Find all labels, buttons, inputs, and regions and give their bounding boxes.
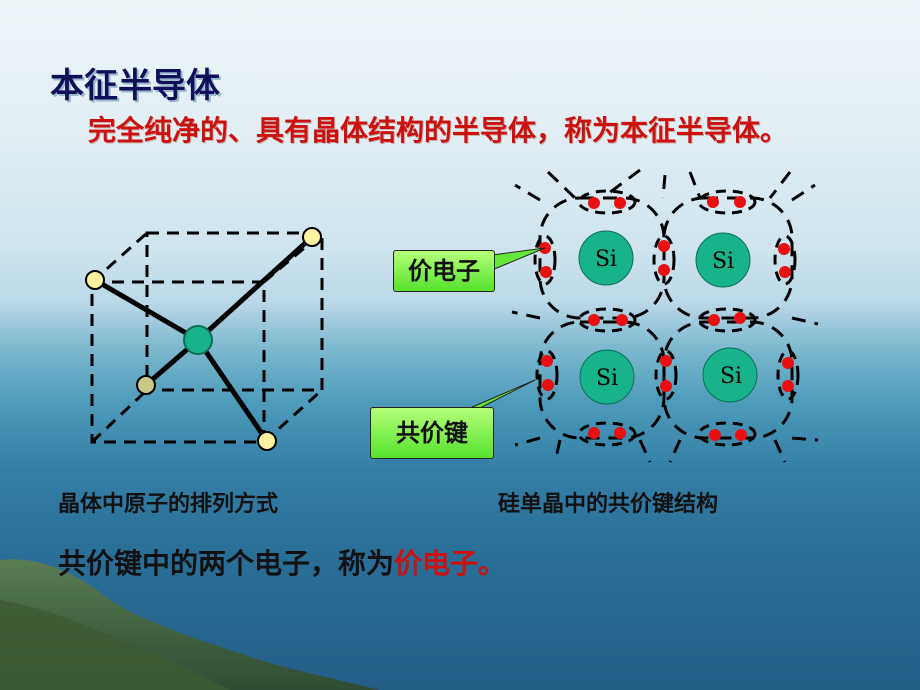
si-label: Si — [595, 247, 617, 272]
si-atom: Si — [578, 230, 634, 286]
vertex-atom — [302, 227, 322, 247]
vertex-atom — [85, 270, 105, 290]
statement-suffix: 。 — [478, 547, 507, 580]
valence-electron-callout: 价电子 — [393, 250, 495, 292]
electron-pair-orbits — [533, 189, 800, 447]
vertex-atom — [257, 431, 277, 451]
si-label: Si — [596, 366, 618, 391]
si-atom: Si — [579, 349, 635, 405]
center-atom — [183, 325, 213, 355]
caption-atom-arrangement: 晶体中原子的排列方式 — [58, 492, 279, 517]
vertex-atom — [136, 375, 156, 395]
covalent-callout-pointer — [469, 379, 536, 409]
page-title: 本征半导体 — [50, 66, 220, 106]
covalent-bond-dashes — [511, 168, 819, 463]
si-atom: Si — [702, 347, 758, 403]
covalent-bond-callout: 共价键 — [370, 407, 494, 459]
caption-bond-structure: 硅单晶中的共价键结构 — [498, 492, 719, 517]
statement-prefix: 共价键中的两个电子，称为 — [58, 547, 395, 580]
si-label: Si — [712, 249, 734, 274]
valence-electron-statement: 共价键中的两个电子，称为价电子。 — [58, 542, 506, 582]
valence-electrons — [539, 196, 794, 441]
definition-text: 完全纯净的、具有晶体结构的半导体，称为本征半导体。 — [88, 114, 789, 147]
statement-highlight: 价电子 — [394, 547, 479, 580]
valence-callout-pointer — [491, 247, 546, 271]
si-atom: Si — [695, 232, 751, 288]
si-label: Si — [720, 364, 742, 389]
